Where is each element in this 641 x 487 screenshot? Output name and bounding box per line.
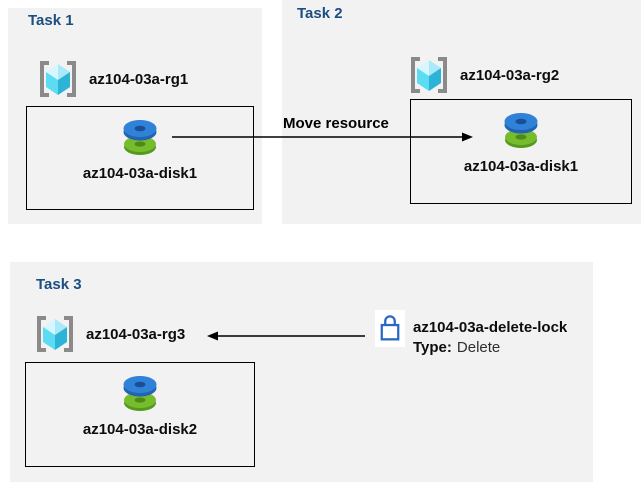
disk-icon [118,116,162,160]
task3-resource-group: az104-03a-rg3 [33,312,185,356]
lock-icon [377,312,403,345]
task1-resource-group: az104-03a-rg1 [36,57,188,101]
task3-disk-label: az104-03a-disk2 [82,421,198,438]
delete-lock-arrow [207,331,365,341]
resource-group-icon [33,312,77,356]
task2-rg-label: az104-03a-rg2 [460,66,560,84]
delete-lock-name: az104-03a-delete-lock [413,319,568,336]
task2-title: Task 2 [297,5,343,22]
task1-title: Task 1 [28,12,74,29]
move-resource-arrow [172,132,473,142]
move-resource-label: Move resource [283,115,389,132]
task3-disk-box: az104-03a-disk2 [25,362,255,467]
task3-title: Task 3 [36,276,82,293]
disk-icon [118,372,162,416]
task3-rg-label: az104-03a-rg3 [86,325,186,343]
lock-type-key: Type: [413,339,452,356]
task1-disk-label: az104-03a-disk1 [82,165,198,182]
lock-chip [375,310,405,347]
task2-disk-box: az104-03a-disk1 [410,99,632,204]
resource-group-icon [36,57,80,101]
task2-panel: Task 2 az104-03a-rg2 az104-03a-disk1 Mov… [282,0,641,224]
delete-lock-type: Type:Delete [413,338,567,358]
task3-panel: Task 3 az104-03a-rg3 az104-03a-disk2 az1… [10,262,593,482]
task1-panel: Task 1 az104-03a-rg1 az104-03a-disk1 [8,8,262,224]
task1-disk-box: az104-03a-disk1 [26,106,254,210]
resource-group-icon [407,53,451,97]
delete-lock-info: az104-03a-delete-lock Type:Delete [413,318,567,358]
lock-type-value: Delete [456,339,501,356]
task2-resource-group: az104-03a-rg2 [407,53,559,97]
task1-rg-label: az104-03a-rg1 [89,70,189,88]
task2-disk-label: az104-03a-disk1 [463,158,579,175]
disk-icon [499,109,543,153]
